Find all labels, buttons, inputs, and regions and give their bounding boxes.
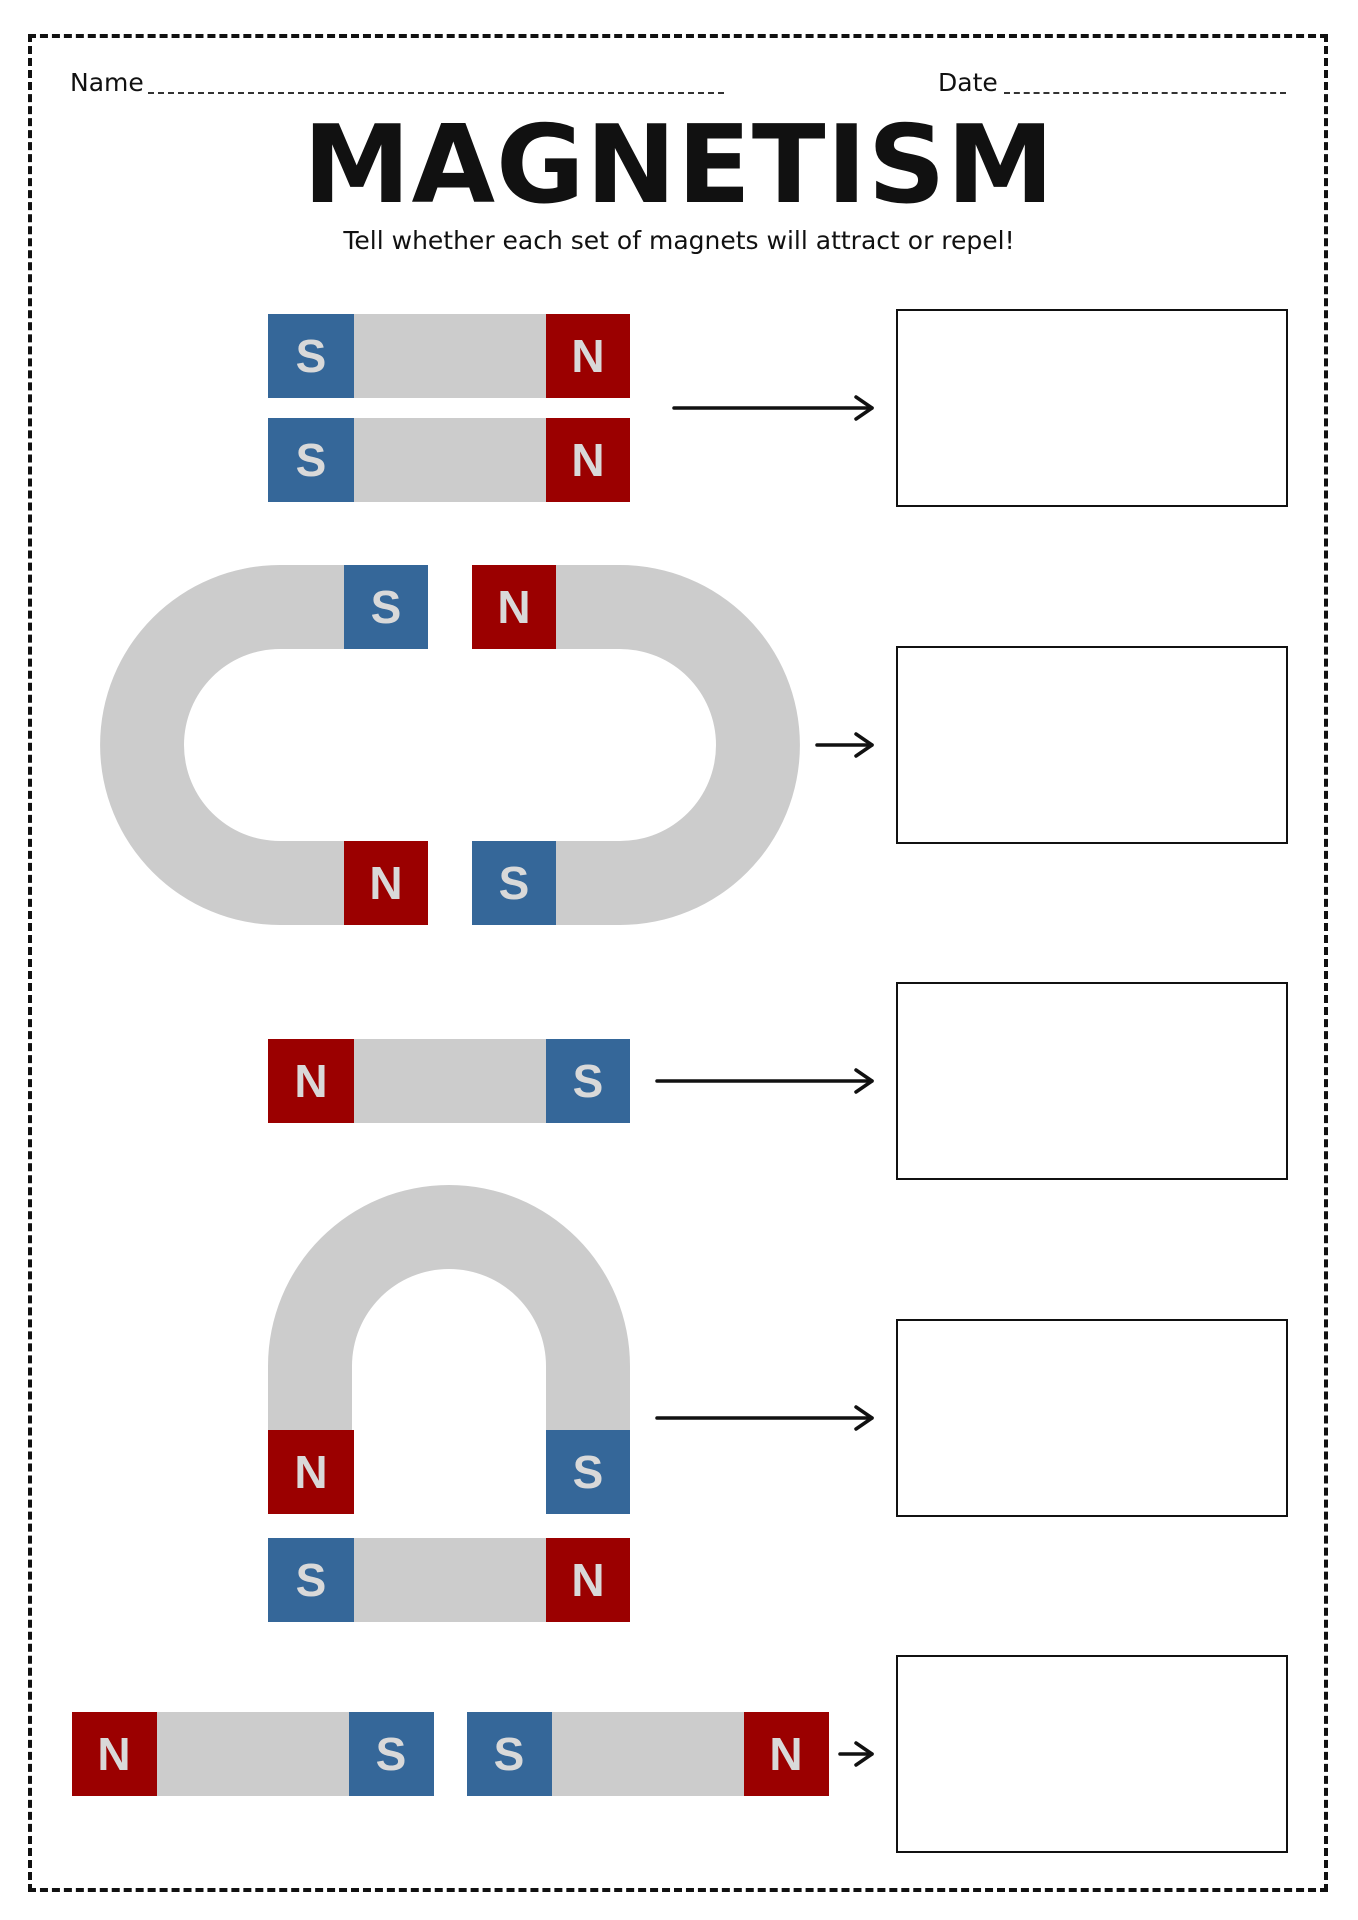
question-1-magnets: S N S N	[268, 314, 630, 502]
pole-label: N	[97, 1728, 130, 1780]
pole-label: N	[571, 330, 604, 382]
answer-box-4[interactable]	[896, 1319, 1288, 1517]
horseshoe-magnet-right: N S	[472, 565, 800, 925]
arrow-icon	[815, 732, 874, 758]
pole-label: N	[294, 1055, 327, 1107]
bar-magnet: N S	[268, 1039, 630, 1123]
pole-south	[349, 1712, 434, 1796]
pole-label: N	[571, 434, 604, 486]
pole-south	[268, 1538, 354, 1622]
pole-north	[472, 565, 556, 649]
pole-label: N	[571, 1554, 604, 1606]
pole-south	[467, 1712, 552, 1796]
date-label: Date	[938, 68, 998, 97]
pole-label: S	[296, 1554, 327, 1606]
pole-north	[268, 1039, 354, 1123]
pole-north	[744, 1712, 829, 1796]
pole-north	[546, 314, 630, 398]
question-4-magnets: N S S N	[268, 1185, 630, 1622]
pole-south	[268, 418, 354, 502]
answer-box-3[interactable]	[896, 982, 1288, 1180]
pole-label: S	[499, 857, 530, 909]
horseshoe-magnet-left: S N	[100, 565, 429, 925]
pole-north	[344, 841, 428, 925]
arrow-icon	[672, 395, 874, 421]
pole-label: S	[494, 1728, 525, 1780]
arrow-icon	[655, 1068, 874, 1094]
arrow-icon	[838, 1741, 874, 1767]
arrow-icon	[655, 1405, 874, 1431]
magnet-body	[100, 565, 429, 925]
question-3-magnets: N S	[268, 1039, 630, 1123]
pole-label: S	[296, 330, 327, 382]
pole-label: S	[573, 1055, 604, 1107]
pole-south	[268, 314, 354, 398]
pole-label: N	[769, 1728, 802, 1780]
date-input-line[interactable]	[1004, 92, 1286, 94]
answer-box-1[interactable]	[896, 309, 1288, 507]
question-2-magnets: S N N S	[100, 565, 800, 925]
pole-label: S	[573, 1446, 604, 1498]
pole-label: S	[296, 434, 327, 486]
pole-label: N	[497, 581, 530, 633]
bar-magnet: N S	[72, 1712, 434, 1796]
pole-north	[546, 418, 630, 502]
pole-label: S	[371, 581, 402, 633]
answer-box-5[interactable]	[896, 1655, 1288, 1853]
worksheet-border	[28, 34, 1328, 1892]
pole-label: N	[294, 1446, 327, 1498]
bar-magnet: S N	[268, 314, 630, 398]
bar-magnet: S N	[268, 418, 630, 502]
pole-south	[472, 841, 556, 925]
pole-north	[268, 1430, 354, 1514]
pole-north	[546, 1538, 630, 1622]
pole-south	[546, 1039, 630, 1123]
pole-label: N	[369, 857, 402, 909]
instructions: Tell whether each set of magnets will at…	[343, 226, 1015, 255]
magnet-body	[268, 1185, 630, 1430]
answer-box-2[interactable]	[896, 646, 1288, 844]
pole-north	[72, 1712, 157, 1796]
magnet-body	[472, 565, 800, 925]
bar-magnet: S N	[268, 1538, 630, 1622]
page-title: MAGNETISM	[303, 103, 1055, 228]
pole-south	[344, 565, 428, 649]
name-label: Name	[70, 68, 144, 97]
name-input-line[interactable]	[148, 92, 724, 94]
horseshoe-magnet-up: N S	[268, 1185, 630, 1514]
pole-label: S	[376, 1728, 407, 1780]
bar-magnet: S N	[467, 1712, 829, 1796]
pole-south	[546, 1430, 630, 1514]
question-5-magnets: N S S N	[72, 1712, 829, 1796]
